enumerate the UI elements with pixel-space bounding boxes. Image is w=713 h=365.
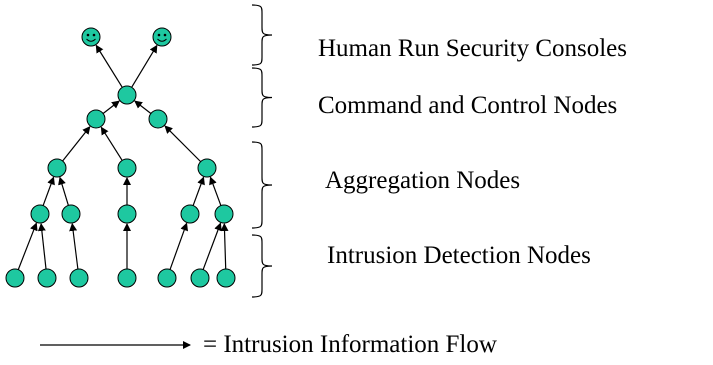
flow-arrow [62,126,91,162]
network-node [5,268,25,288]
network-node [30,204,50,224]
flow-arrow [169,222,189,270]
smiley-face-icon [152,27,172,47]
flow-arrow [42,176,55,206]
flow-arrow [102,100,120,114]
network-node [86,109,106,129]
consoles-level-label: Human Run Security Consoles [318,35,628,62]
network-node [69,268,89,288]
network-node [148,109,168,129]
flow-arrow [95,44,123,88]
command-level-label: Command and Control Nodes [318,92,618,119]
flow-arrow [209,176,222,206]
network-node [117,204,137,224]
command-bracket [251,67,273,128]
network-node [117,158,137,178]
intrusion-detection-bracket [251,234,273,298]
flow-arrow [220,222,229,270]
aggregation-bracket [251,141,273,229]
network-node [47,158,67,178]
flow-arrows [17,44,229,270]
network-node [214,204,234,224]
network-node [117,268,137,288]
flow-arrow [17,222,38,270]
network-node [117,85,137,105]
flow-arrow [134,100,152,114]
network-node [61,204,81,224]
legend-label: = Intrusion Information Flow [203,331,497,358]
nodes-layer [5,27,236,288]
network-node [180,204,200,224]
flow-arrow [69,222,79,270]
flow-arrow [202,222,222,270]
network-node [157,268,177,288]
network-node [216,268,236,288]
network-node [37,268,57,288]
intrusion-detection-level-label: Intrusion Detection Nodes [327,242,591,269]
smiley-face-icon [81,27,101,47]
flow-arrow [192,176,205,206]
aggregation-level-label: Aggregation Nodes [325,167,521,194]
network-node [197,158,217,178]
consoles-bracket [251,4,273,66]
flow-arrow [58,176,69,206]
flow-arrow [164,125,202,163]
level-brackets [251,4,273,298]
flow-arrow [37,222,47,270]
network-node [190,268,210,288]
flow-arrow [131,44,158,88]
flow-arrow [100,126,123,161]
